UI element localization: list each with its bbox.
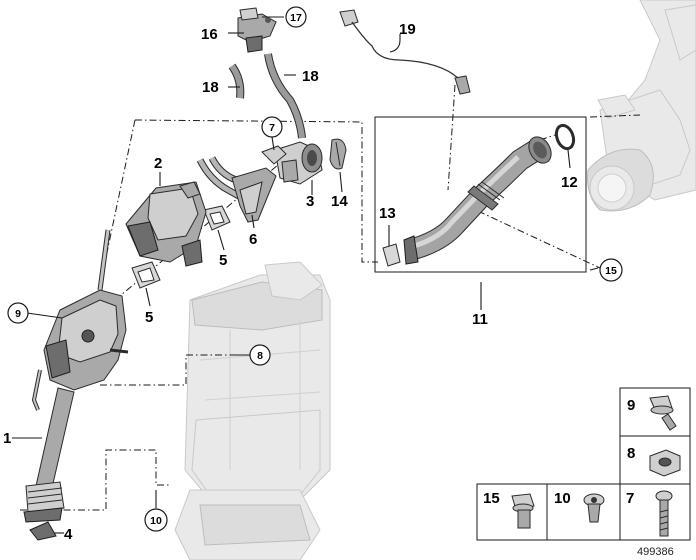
callout-circle-7 — [261, 116, 283, 138]
callout-11: 11 — [472, 311, 488, 328]
legend-label-8: 8 — [627, 445, 635, 462]
callout-circle-10 — [144, 508, 168, 532]
ghost-particulate-filter — [174, 261, 331, 560]
callout-4: 4 — [64, 526, 73, 543]
fastener-9-icon — [649, 395, 677, 431]
callout-5-upper: 5 — [219, 252, 227, 269]
callout-circle-8 — [249, 344, 271, 366]
callout-16: 16 — [201, 26, 218, 43]
fastener-15-icon — [511, 493, 535, 529]
catalyst-front-section — [31, 229, 129, 411]
gasket-7 — [261, 145, 287, 165]
ghost-engine-intake — [587, 0, 696, 212]
callout-13: 13 — [379, 205, 396, 222]
callout-leaders — [12, 16, 599, 534]
callout-3: 3 — [306, 193, 314, 210]
flange-3 — [274, 141, 323, 185]
reference-number: 499386 — [637, 546, 674, 558]
callout-10: 10 — [150, 515, 162, 527]
fastener-7-icon — [655, 490, 673, 537]
egr-bracket-6 — [196, 156, 277, 223]
part-11-frame — [374, 116, 587, 273]
callout-18-left: 18 — [202, 79, 219, 96]
clamp-14 — [329, 138, 347, 170]
callout-7: 7 — [269, 122, 275, 134]
legend-label-15: 15 — [483, 490, 500, 507]
fastener-10-icon — [583, 493, 605, 523]
legend-label-10: 10 — [554, 490, 571, 507]
gasket-13 — [382, 243, 401, 267]
vacuum-hoses — [228, 53, 306, 139]
callout-18-right: 18 — [302, 68, 319, 85]
callout-17: 17 — [290, 12, 302, 24]
callout-1: 1 — [3, 430, 11, 447]
callout-8: 8 — [257, 350, 263, 362]
temperature-sensor-wire — [339, 9, 471, 95]
pressure-sensor-block — [237, 7, 277, 53]
callout-circle-17 — [285, 6, 307, 28]
fastener-legend: 9 8 15 10 7 — [476, 387, 691, 541]
callout-14: 14 — [331, 193, 348, 210]
egr-valve-2 — [125, 181, 207, 267]
exhaust-pipe-1 — [23, 387, 75, 541]
legend-label-7: 7 — [626, 490, 634, 507]
callout-2: 2 — [154, 155, 162, 172]
fastener-8-icon — [649, 449, 681, 477]
callout-5-lower: 5 — [145, 309, 153, 326]
callout-15: 15 — [605, 265, 617, 277]
intake-pipe-11 — [403, 136, 552, 265]
callout-6: 6 — [249, 231, 257, 248]
callout-circle-9 — [7, 302, 29, 324]
o-ring-12 — [554, 123, 576, 151]
callout-circle-15 — [599, 258, 623, 282]
callout-19: 19 — [399, 21, 416, 38]
callout-9: 9 — [15, 308, 21, 320]
callout-12: 12 — [561, 174, 578, 191]
gaskets-5 — [131, 205, 231, 289]
legend-label-9: 9 — [627, 397, 635, 414]
